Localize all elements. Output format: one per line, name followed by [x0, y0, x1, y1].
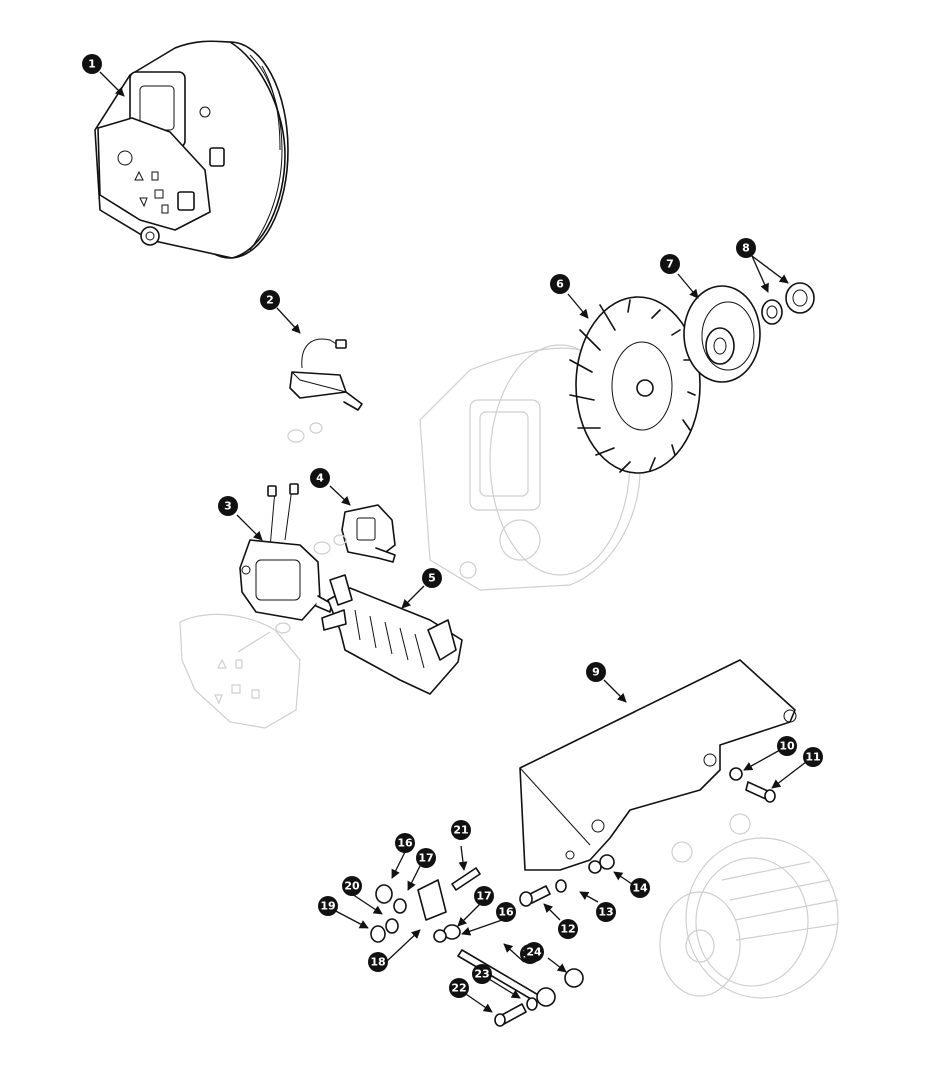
callout-1: 1	[82, 54, 102, 74]
svg-text:16: 16	[498, 906, 514, 919]
svg-text:2: 2	[266, 294, 274, 307]
callout-3: 3	[218, 496, 238, 516]
svg-text:24: 24	[526, 946, 542, 959]
capacitor	[287, 338, 363, 443]
alternator-ghost-lower	[659, 813, 839, 999]
voltage-regulator	[239, 483, 333, 621]
callout-7: 7	[660, 254, 680, 274]
callout-21: 21	[451, 820, 471, 840]
callout-24: 24	[524, 942, 544, 962]
callout-16-lower: 16	[496, 902, 516, 922]
callout-22: 22	[449, 978, 469, 998]
callout-19: 19	[318, 896, 338, 916]
callout-9: 9	[586, 662, 606, 682]
callout-labels: 1 2 3 4 5 6 7 8 9 10 11 12 13 14 15 16 1…	[82, 54, 823, 998]
svg-text:16: 16	[397, 837, 413, 850]
callout-12: 12	[558, 919, 578, 939]
svg-text:21: 21	[453, 824, 468, 837]
alternator-assembly	[94, 40, 289, 259]
svg-text:13: 13	[598, 906, 613, 919]
callout-6: 6	[550, 274, 570, 294]
svg-text:1: 1	[88, 58, 96, 71]
svg-text:20: 20	[344, 880, 360, 893]
callout-4: 4	[310, 468, 330, 488]
svg-text:7: 7	[666, 258, 674, 271]
lock-washer-and-nut	[761, 282, 815, 325]
callout-20: 20	[342, 876, 362, 896]
svg-text:5: 5	[428, 572, 436, 585]
rectifier-heatsink	[321, 574, 463, 695]
svg-text:17: 17	[476, 890, 491, 903]
mounting-bracket	[519, 659, 797, 871]
svg-text:14: 14	[632, 882, 648, 895]
svg-text:3: 3	[224, 500, 232, 513]
callout-23: 23	[472, 964, 492, 984]
callout-2: 2	[260, 290, 280, 310]
svg-text:4: 4	[316, 472, 324, 485]
svg-text:18: 18	[370, 956, 385, 969]
svg-text:22: 22	[451, 982, 466, 995]
pulley	[683, 285, 761, 383]
callout-13: 13	[596, 902, 616, 922]
callout-8: 8	[736, 238, 756, 258]
callout-18: 18	[368, 952, 388, 972]
callout-17-lower: 17	[474, 886, 494, 906]
svg-text:12: 12	[560, 923, 575, 936]
svg-text:11: 11	[805, 751, 820, 764]
callout-5: 5	[422, 568, 442, 588]
svg-text:19: 19	[320, 900, 335, 913]
end-cover-ghost	[179, 613, 301, 729]
callout-17-upper: 17	[416, 848, 436, 868]
callout-14: 14	[630, 878, 650, 898]
svg-text:23: 23	[474, 968, 489, 981]
svg-text:6: 6	[556, 278, 564, 291]
callout-16-upper: 16	[395, 833, 415, 853]
svg-text:8: 8	[742, 242, 750, 255]
svg-text:17: 17	[418, 852, 433, 865]
hardware-set	[370, 767, 776, 1027]
callout-11: 11	[803, 747, 823, 767]
svg-text:9: 9	[592, 666, 600, 679]
brush-holder	[313, 504, 396, 563]
svg-text:10: 10	[779, 740, 795, 753]
callout-10: 10	[777, 736, 797, 756]
cooling-fan	[569, 296, 701, 474]
